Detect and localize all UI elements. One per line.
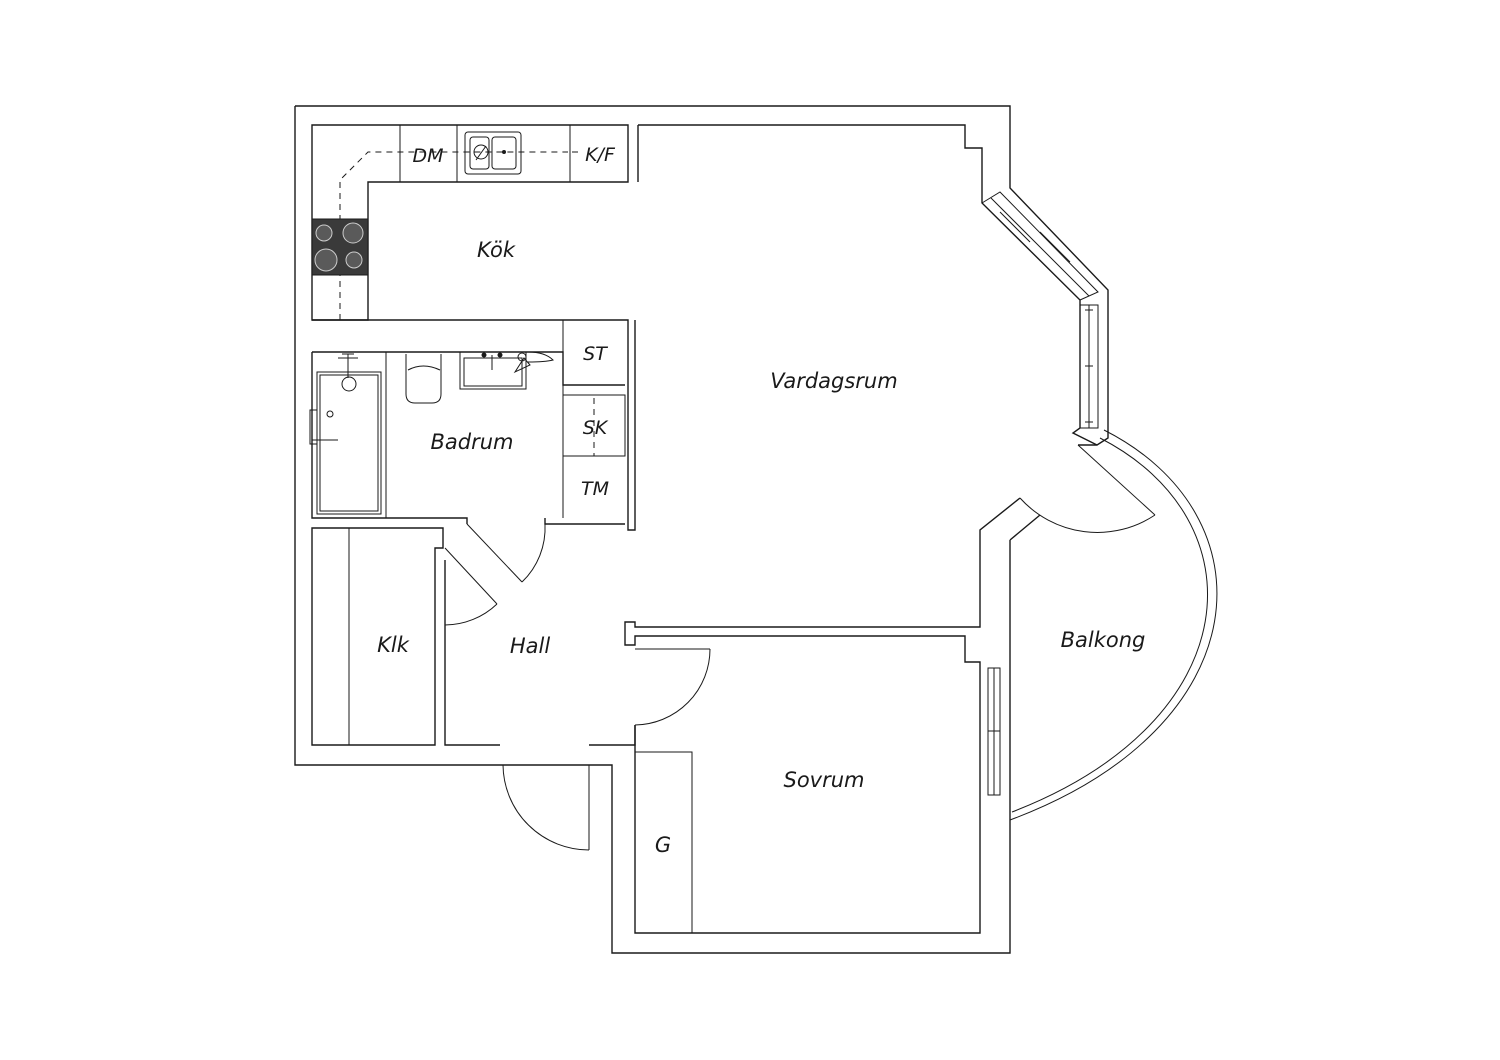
bay-window (981, 191, 1099, 429)
doors (444, 444, 1156, 851)
kitchen-counter (339, 125, 580, 320)
washing-machine-label: TM (581, 478, 609, 500)
room-label-living-room: Vardagsrum (770, 369, 897, 393)
washbasin-icon (459, 351, 554, 390)
sink-icon (464, 131, 522, 175)
toilet-icon (405, 354, 442, 404)
outer-walls (294, 105, 1109, 954)
dishwasher-label: DM (412, 145, 443, 167)
room-label-bathroom: Badrum (430, 430, 513, 454)
room-label-kitchen: Kök (477, 238, 516, 262)
room-label-wardrobe: G (655, 833, 671, 857)
storage-cabinet-label: ST (583, 343, 608, 365)
bedroom-window (987, 667, 1001, 796)
hall-walls (311, 527, 636, 746)
room-label-bedroom: Sovrum (783, 768, 864, 792)
cleaning-cabinet-label: SK (583, 417, 609, 439)
wardrobe (635, 751, 693, 933)
bathroom-walls (311, 320, 626, 525)
stove-icon (311, 218, 369, 276)
room-label-hall: Hall (510, 634, 550, 658)
balcony (1009, 429, 1218, 821)
room-label-balcony: Balkong (1061, 628, 1146, 652)
fridge-freezer-label: K/F (585, 144, 616, 166)
shower-icon (309, 353, 382, 515)
room-label-closet: Klk (377, 633, 410, 657)
